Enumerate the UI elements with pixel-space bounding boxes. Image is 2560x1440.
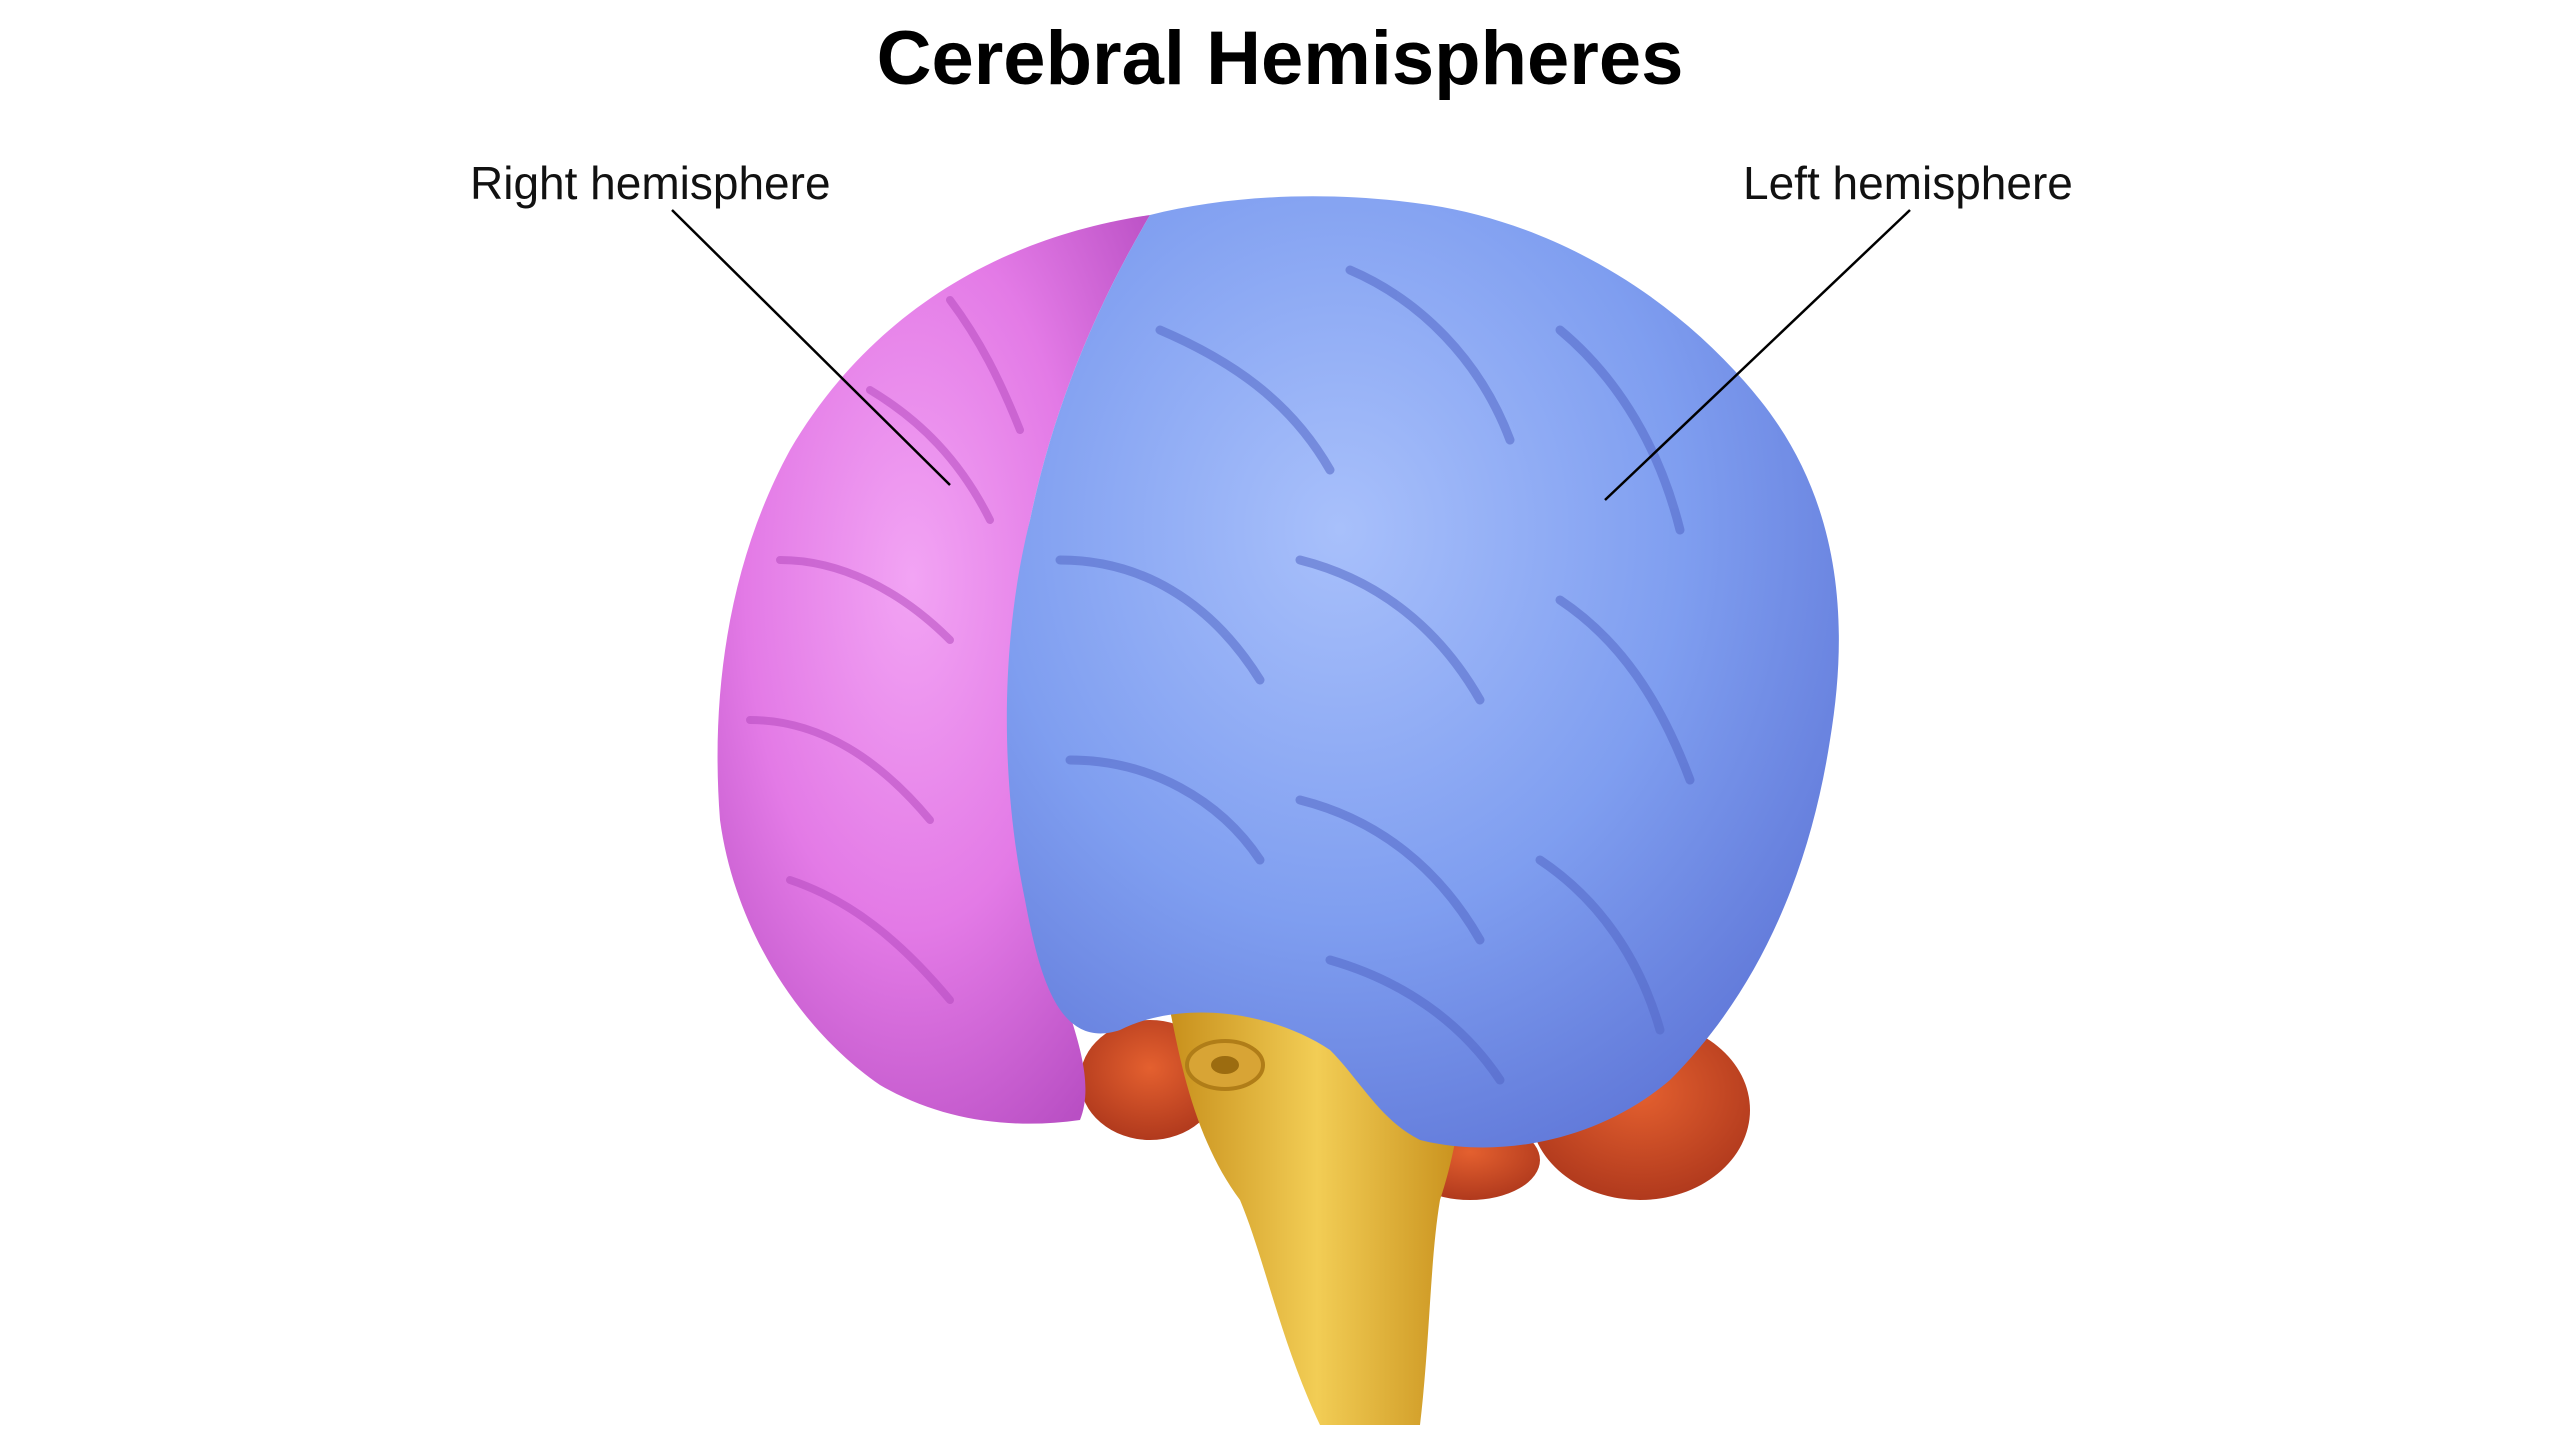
leader-lines bbox=[671, 209, 1911, 501]
diagram-title: Cerebral Hemispheres bbox=[876, 16, 1684, 101]
right-hemisphere-label: Right hemisphere bbox=[470, 157, 831, 209]
left-hemisphere bbox=[1006, 196, 1839, 1148]
right-hemisphere-leader-line bbox=[671, 209, 951, 486]
left-hemisphere-leader-line bbox=[1604, 209, 1911, 501]
left-hemisphere-label: Left hemisphere bbox=[1743, 157, 2073, 209]
right-hemisphere bbox=[717, 215, 1150, 1124]
